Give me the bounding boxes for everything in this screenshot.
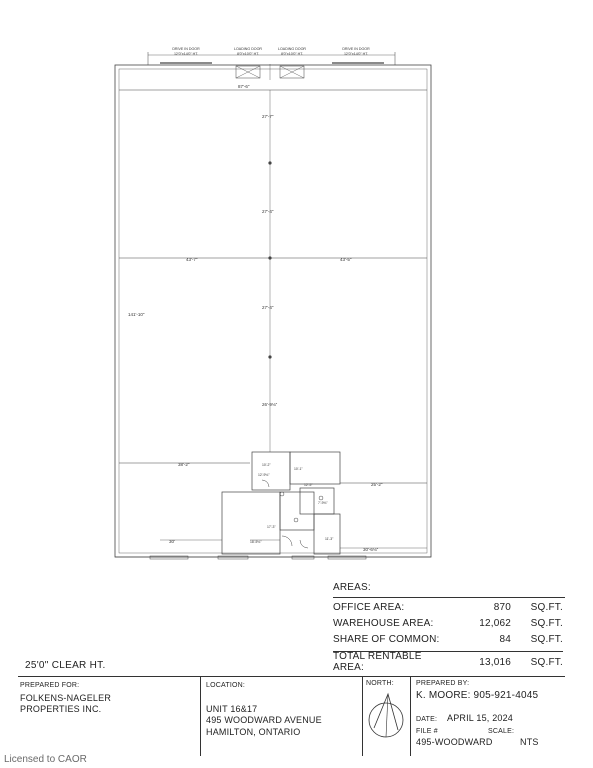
door-label: DRIVE IN DOOR bbox=[342, 47, 370, 51]
areas-divider bbox=[333, 597, 565, 598]
scale-label: SCALE: bbox=[488, 728, 515, 735]
clear-height-note: 25'0" CLEAR HT. bbox=[25, 660, 106, 671]
dim-mid-left: 43'-7" bbox=[186, 257, 198, 262]
prepared-for-line2: PROPERTIES INC. bbox=[20, 704, 102, 714]
dim-seg-4: 26'-9⅛" bbox=[262, 402, 278, 407]
door-size: 12'0"x14'0" HT. bbox=[174, 52, 198, 56]
location-line2: 495 WOODWARD AVENUE bbox=[206, 715, 322, 725]
dim-office-e: 7'-9⅛" bbox=[318, 501, 328, 505]
dim-office-h: 11'-3" bbox=[325, 537, 334, 541]
dim-office-d: 12'-5" bbox=[304, 483, 313, 487]
title-block-divider-2 bbox=[362, 676, 363, 756]
dim-overall-length: 141'-10" bbox=[128, 312, 145, 317]
door-label: LOADING DOOR bbox=[278, 47, 306, 51]
file-label: FILE # bbox=[416, 728, 438, 735]
office-room-d bbox=[313, 513, 341, 555]
floor-plan-drawing: DRIVE IN DOOR 12'0"x14'0" HT. LOADING DO… bbox=[114, 47, 432, 560]
dim-lower-left: 38'-2" bbox=[178, 462, 190, 467]
location-line3: HAMILTON, ONTARIO bbox=[206, 727, 301, 737]
dim-bottom-right: 30'-6⅛" bbox=[363, 547, 379, 552]
dim-office-b: 12'-9⅛" bbox=[258, 473, 270, 477]
washroom-1 bbox=[279, 491, 315, 531]
file-value: 495-WOODWARD bbox=[416, 737, 493, 747]
office-room-a bbox=[251, 451, 291, 491]
window-3 bbox=[291, 555, 315, 560]
window-2 bbox=[217, 555, 249, 560]
title-block-divider-3 bbox=[410, 676, 411, 756]
north-arrow-icon bbox=[368, 692, 404, 738]
prepared-by-label: PREPARED BY: bbox=[416, 680, 470, 687]
watermark: Licensed to CAOR bbox=[4, 754, 87, 765]
location-line1: UNIT 16&17 bbox=[206, 704, 258, 714]
area-row-total: TOTAL RENTABLE AREA: 13,016 SQ.FT. bbox=[333, 651, 563, 673]
areas-heading: AREAS: bbox=[333, 582, 371, 593]
dim-seg-2: 27'-4" bbox=[262, 209, 274, 214]
dim-office-g: 18'-5⅛" bbox=[250, 540, 262, 544]
area-row-office: OFFICE AREA: 870 SQ.FT. bbox=[333, 601, 563, 613]
door-size: 8'0"x10'0" HT. bbox=[237, 52, 259, 56]
north-label: NORTH: bbox=[366, 680, 394, 687]
location-label: LOCATION: bbox=[206, 682, 246, 689]
dim-mid-right: 43'-5" bbox=[340, 257, 352, 262]
door-size: 12'0"x14'0" HT. bbox=[344, 52, 368, 56]
window-1 bbox=[149, 555, 189, 560]
office-room-b bbox=[289, 451, 341, 485]
door-label: LOADING DOOR bbox=[234, 47, 262, 51]
date-value: APRIL 15, 2024 bbox=[447, 713, 514, 723]
office-room-c bbox=[221, 491, 281, 555]
building-inner-wall bbox=[118, 68, 428, 554]
loading-door-2 bbox=[279, 65, 305, 79]
title-block-divider-1 bbox=[200, 676, 201, 756]
area-row-warehouse: WAREHOUSE AREA: 12,062 SQ.FT. bbox=[333, 617, 563, 629]
dim-office-c: 10'-1" bbox=[294, 467, 303, 471]
dim-top-width: 87'-6" bbox=[238, 84, 250, 89]
door-label: DRIVE IN DOOR bbox=[172, 47, 200, 51]
area-row-common: SHARE OF COMMON: 84 SQ.FT. bbox=[333, 633, 563, 645]
areas-table: AREAS: OFFICE AREA: 870 SQ.FT. WAREHOUSE… bbox=[333, 582, 563, 673]
prepared-by-value: K. MOORE: 905-921-4045 bbox=[416, 690, 539, 701]
dim-office-f: 17'-3" bbox=[267, 525, 276, 529]
loading-door-1 bbox=[235, 65, 261, 79]
title-block-top-rule bbox=[18, 676, 565, 677]
scale-value: NTS bbox=[520, 737, 539, 747]
dim-bottom-left: 30' bbox=[169, 539, 175, 544]
dim-lower-right: 25'-2" bbox=[371, 482, 383, 487]
dim-seg-3: 27'-4" bbox=[262, 305, 274, 310]
door-size: 8'0"x10'0" HT. bbox=[281, 52, 303, 56]
prepared-for-line1: FOLKENS-NAGELER bbox=[20, 693, 112, 703]
dim-office-a: 10'-2" bbox=[262, 463, 271, 467]
prepared-for-label: PREPARED FOR: bbox=[20, 682, 80, 689]
dim-seg-1: 27'-7" bbox=[262, 114, 274, 119]
date-label: DATE: bbox=[416, 716, 438, 723]
window-4 bbox=[327, 555, 367, 560]
